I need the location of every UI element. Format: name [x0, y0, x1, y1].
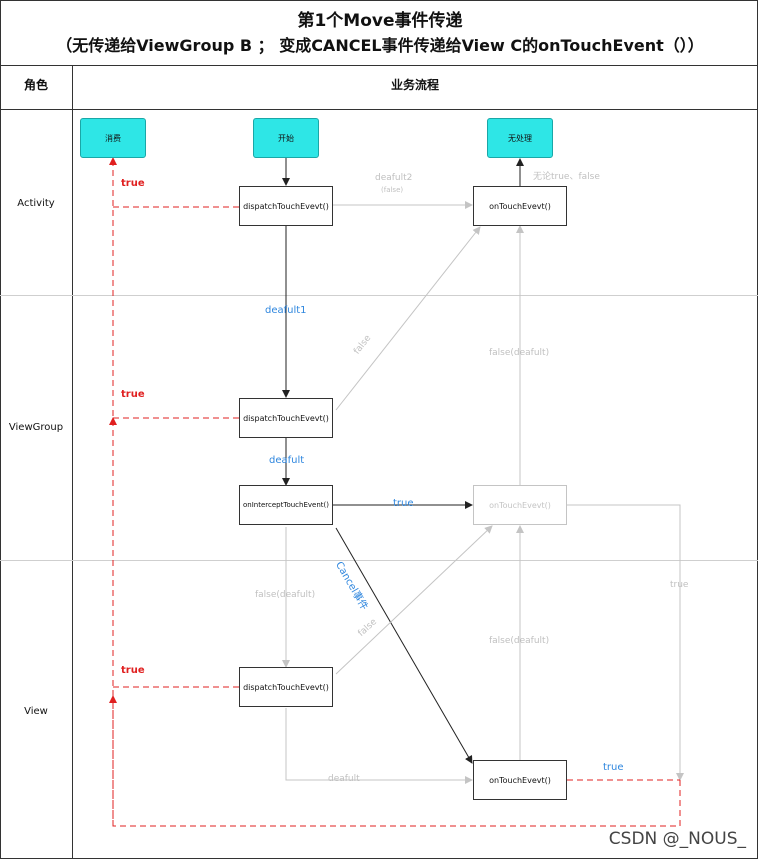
- unhandled-node: 无处理: [487, 118, 553, 158]
- diagram-subtitle: （无传递给ViewGroup B ； 变成CANCEL事件传递给View C的o…: [56, 36, 704, 55]
- true-label-view: true: [121, 665, 145, 676]
- deafult1-label: deafult1: [265, 305, 307, 316]
- activity-ontouch-node: onTouchEvevt(): [473, 186, 567, 226]
- faint-arrows: [282, 201, 684, 784]
- activity-dispatch-node: dispatchTouchEvevt(): [239, 186, 333, 226]
- diagram-title: 第1个Move事件传递: [297, 11, 463, 31]
- true-label-viewgroup: true: [121, 389, 145, 400]
- consume-return-paths: [109, 157, 681, 827]
- deafult2-label: deafult2: [375, 173, 413, 183]
- role-column-header: 角色: [23, 78, 48, 92]
- view-ontouch-node: onTouchEvevt(): [473, 760, 567, 800]
- watermark: CSDN @_NOUS_: [608, 829, 746, 849]
- viewgroup-dispatch-node: dispatchTouchEvevt(): [239, 398, 333, 438]
- true-label-right: true: [670, 580, 689, 590]
- view-dispatch-node: dispatchTouchEvevt(): [239, 667, 333, 707]
- role-viewgroup: ViewGroup: [8, 422, 64, 433]
- lane-dividers: [0, 295, 758, 561]
- true-label-bottom: true: [603, 762, 624, 773]
- role-view: View: [24, 706, 48, 717]
- true-label-activity: true: [121, 178, 145, 189]
- flow-column-header: 业务流程: [390, 78, 439, 92]
- solid-arrows: [282, 158, 524, 764]
- consume-node: 消费: [80, 118, 146, 158]
- viewgroup-intercept-node: onInterceptTouchEvent(): [239, 485, 333, 525]
- start-node: 开始: [253, 118, 319, 158]
- any-result-label: 无论true、false: [533, 172, 600, 182]
- false-deafult-label-left: false(deafult): [255, 590, 316, 600]
- viewgroup-ontouch-node: onTouchEvevt(): [473, 485, 567, 525]
- false-deafult-label-upper: false(deafult): [489, 348, 550, 358]
- deafult-label-viewgroup: deafult: [269, 455, 305, 466]
- true-label-intercept: true: [393, 498, 414, 509]
- false-small-label: (false): [381, 186, 404, 194]
- role-activity: Activity: [17, 198, 55, 209]
- false-deafult-label-lower: false(deafult): [489, 636, 550, 646]
- deafult-label-bottom: deafult: [328, 774, 360, 784]
